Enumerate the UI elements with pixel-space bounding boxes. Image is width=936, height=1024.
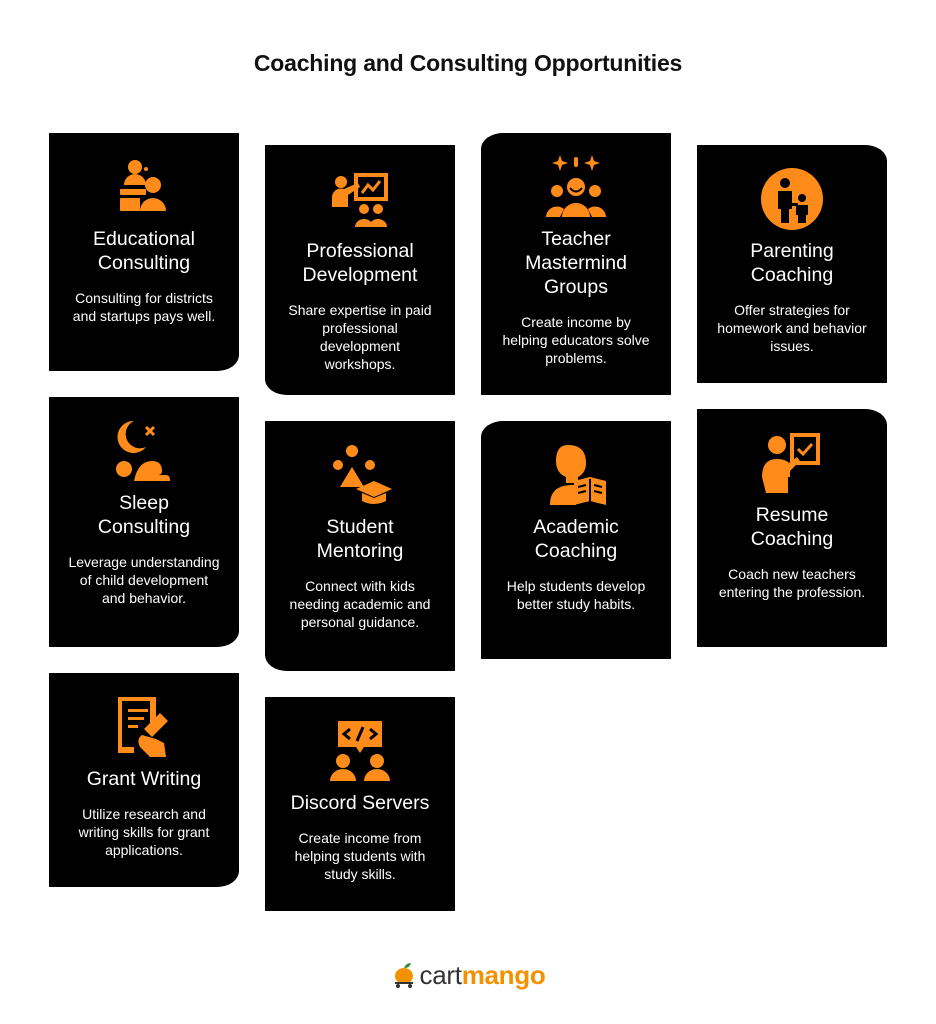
card-grant-writing: Grant Writing Utilize research and writi… bbox=[49, 673, 239, 887]
logo-text-mango: mango bbox=[461, 960, 546, 990]
card-description: Create income from helping students with… bbox=[294, 830, 426, 882]
logo-text-cart: cart bbox=[419, 960, 462, 990]
consultant-people-icon bbox=[112, 155, 176, 219]
card-description: Create income by helping educators solve… bbox=[502, 314, 650, 366]
card-discord-servers: Discord Servers Create income from helpi… bbox=[265, 697, 455, 911]
sleep-moon-icon bbox=[112, 419, 176, 483]
parent-child-icon bbox=[760, 167, 824, 231]
code-chat-icon bbox=[328, 719, 392, 783]
card-title: Discord Servers bbox=[290, 792, 430, 814]
card-title: Grant Writing bbox=[86, 768, 202, 790]
presenter-board-icon bbox=[328, 167, 392, 231]
resume-check-icon bbox=[760, 431, 824, 495]
card-description: Offer strategies for homework and behavi… bbox=[717, 302, 867, 354]
page-title: Coaching and Consulting Opportunities bbox=[253, 50, 683, 76]
card-description: Coach new teachers entering the professi… bbox=[718, 566, 866, 600]
card-description: Consulting for districts and startups pa… bbox=[72, 290, 216, 324]
group-sparkle-icon bbox=[544, 155, 608, 219]
card-description: Leverage understanding of child developm… bbox=[68, 554, 220, 606]
graduation-cap-icon bbox=[328, 443, 392, 507]
reading-student-icon bbox=[544, 443, 608, 507]
mango-cart-icon bbox=[391, 962, 417, 995]
card-description: Connect with kids needing academic and p… bbox=[289, 578, 431, 630]
writing-hand-icon bbox=[112, 695, 176, 759]
brand-logo[interactable]: cartmango bbox=[0, 960, 936, 995]
card-description: Help students develop better study habit… bbox=[506, 578, 646, 612]
card-description: Utilize research and writing skills for … bbox=[78, 806, 210, 858]
card-description: Share expertise in paid professional dev… bbox=[288, 302, 432, 372]
